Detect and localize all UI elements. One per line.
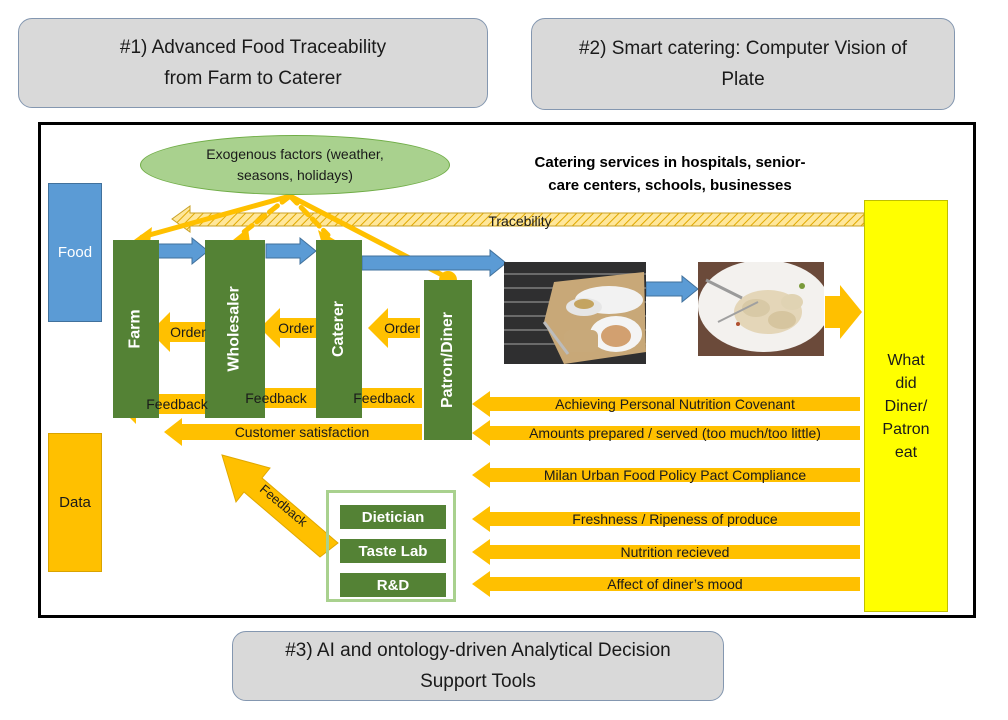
farm-bar: Farm — [113, 240, 159, 418]
patron-label: Patron/Diner — [439, 311, 457, 409]
data-label-nutrition-received: Nutrition recieved — [620, 544, 730, 560]
catering-services-text: Catering services in hospitals, senior- … — [534, 154, 806, 194]
order-label-3: Order — [384, 320, 420, 336]
title-box-smart-catering: #2) Smart catering: Computer Vision of P… — [531, 18, 955, 110]
food-flow-arrows — [157, 236, 699, 304]
tray-image — [504, 262, 646, 364]
customer-satisfaction-arrow — [164, 418, 422, 446]
exogenous-arrows — [139, 193, 451, 281]
title-box-traceability: #1) Advanced Food Traceability from Farm… — [18, 18, 488, 108]
diagonal-feedback-arrow — [221, 454, 339, 558]
exogenous-factors-ellipse: Exogenous factors (weather, seasons, hol… — [140, 135, 450, 195]
tools-container — [326, 490, 456, 602]
farm-label: Farm — [127, 309, 144, 349]
main-diagram-frame — [38, 122, 976, 618]
eaten-plate-image — [698, 262, 824, 356]
feedback-label-3: Feedback — [353, 390, 415, 406]
data-label-freshness: Freshness / Ripeness of produce — [572, 511, 778, 527]
plate-photo-served — [504, 262, 646, 364]
traceability-label: Tracebility — [488, 213, 552, 229]
plate-photo-eaten — [698, 262, 824, 356]
food-label: Food — [48, 183, 102, 322]
data-arrows — [472, 391, 860, 597]
feedback-label-2: Feedback — [245, 390, 307, 406]
caterer-label: Caterer — [330, 300, 347, 358]
feedback-label-1: Feedback — [146, 396, 208, 412]
title-box-analytics: #3) AI and ontology-driven Analytical De… — [232, 631, 724, 701]
tool-rnd: R&D — [340, 573, 446, 597]
order-label-2: Order — [278, 320, 314, 336]
data-label-milan-pact: Milan Urban Food Policy Pact Compliance — [543, 467, 807, 483]
order-arrows — [150, 308, 420, 352]
patron-bar: Patron/Diner — [424, 280, 472, 440]
plate-to-what-arrow — [825, 285, 862, 339]
what-did-diner-eat-box: What did Diner/ Patron eat — [864, 200, 948, 612]
wholesaler-bar: Wholesaler — [205, 240, 265, 418]
wholesaler-label: Wholesaler — [226, 286, 244, 372]
data-label-amounts-prepared: Amounts prepared / served (too much/too … — [529, 425, 821, 441]
data-label: Data — [48, 433, 102, 572]
customer-satisfaction-label: Customer satisfaction — [234, 424, 370, 440]
data-label-nutrition-covenant: Achieving Personal Nutrition Covenant — [555, 396, 795, 412]
caterer-bar: Caterer — [316, 240, 362, 418]
tool-taste-lab: Taste Lab — [340, 539, 446, 563]
tool-dietician: Dietician — [340, 505, 446, 529]
data-label-diner-mood: Affect of diner’s mood — [607, 576, 743, 592]
order-label-1: Order — [170, 324, 206, 340]
